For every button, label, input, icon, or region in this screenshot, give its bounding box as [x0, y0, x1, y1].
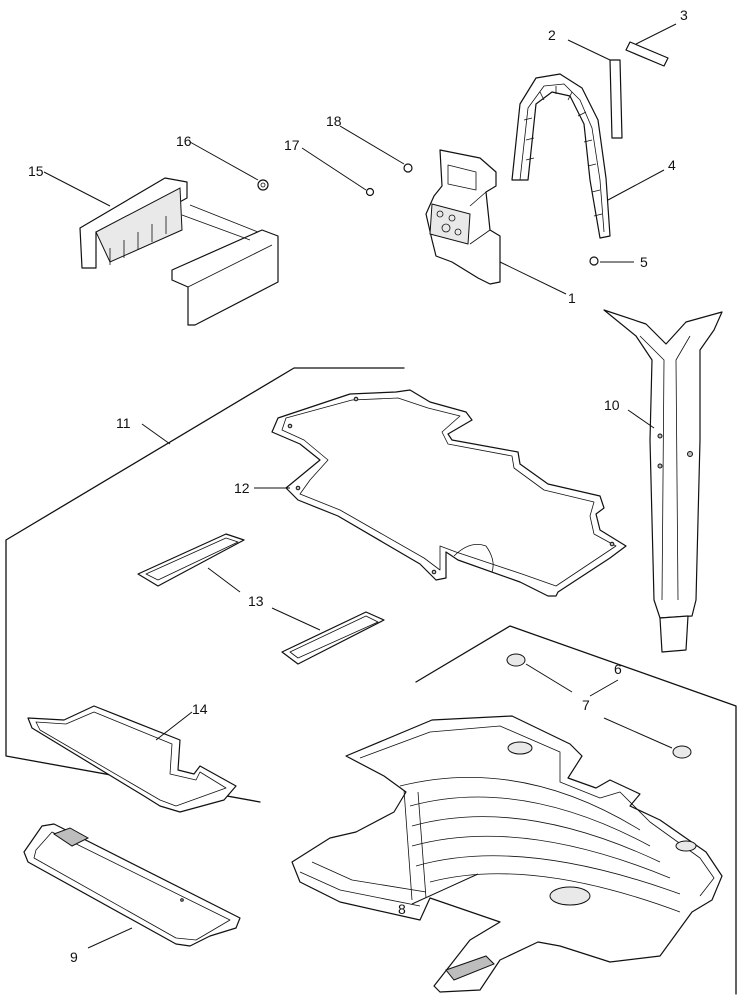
callout-5: 5 [640, 254, 648, 270]
callout-1: 1 [568, 290, 576, 306]
callout-2: 2 [548, 27, 556, 43]
part-7-plug-b [672, 745, 692, 759]
callout-labels: 1 2 3 4 5 6 7 8 9 10 11 12 13 14 15 16 1… [28, 7, 688, 965]
kit-6-boundary [415, 625, 737, 995]
part-14-mat [27, 705, 237, 813]
callout-16: 16 [176, 133, 192, 149]
callout-4: 4 [668, 157, 676, 173]
part-12-floor-mat [271, 389, 627, 597]
part-10-pillar [603, 309, 723, 653]
part-7-plug-a [506, 653, 526, 667]
part-5-washer [589, 256, 599, 266]
part-3-plate [625, 41, 669, 67]
leader-lines [43, 23, 677, 949]
callout-8: 8 [398, 901, 406, 917]
callout-9: 9 [70, 949, 78, 965]
part-13-pad-b [281, 611, 385, 665]
part-1-console-panel [425, 149, 501, 285]
callout-15: 15 [28, 163, 44, 179]
part-2-strip [609, 59, 623, 139]
part-4-arch-trim [511, 73, 611, 239]
callout-18: 18 [326, 113, 342, 129]
callout-12: 12 [234, 480, 250, 496]
part-17-screw [365, 187, 375, 197]
part-16-nut [257, 179, 269, 191]
callout-6: 6 [614, 661, 622, 677]
callout-17: 17 [284, 137, 300, 153]
part-8-floor-mat [291, 715, 723, 993]
callout-7: 7 [582, 697, 590, 713]
part-18-nut [403, 163, 413, 173]
callout-11: 11 [116, 415, 131, 431]
callout-14: 14 [192, 701, 208, 717]
part-9-panel [23, 823, 241, 947]
callout-10: 10 [604, 397, 620, 413]
callout-3: 3 [680, 7, 688, 23]
part-13-pad-a [137, 533, 245, 587]
part-15-tray [79, 177, 279, 326]
callout-13: 13 [248, 593, 264, 609]
kit-11-boundary [5, 367, 405, 803]
